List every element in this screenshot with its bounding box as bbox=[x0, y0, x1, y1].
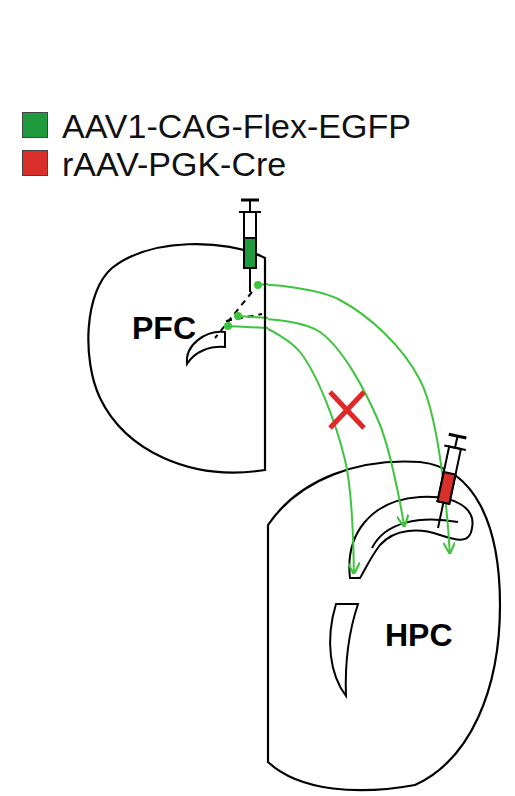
blocked-cross bbox=[330, 392, 364, 428]
region-label: PFC bbox=[132, 312, 196, 344]
dentate-gyrus bbox=[372, 519, 458, 548]
section-outline bbox=[268, 462, 500, 791]
legend-label: rAAV-PGK-Cre bbox=[62, 147, 286, 181]
leader-line bbox=[258, 284, 268, 285]
section-outline bbox=[88, 244, 265, 472]
hippocampus bbox=[349, 497, 472, 578]
projection-arrow bbox=[268, 285, 450, 553]
projection-arrow bbox=[268, 329, 354, 573]
leader-line bbox=[228, 326, 268, 328]
legend-swatch bbox=[22, 150, 48, 176]
legend-label: AAV1-CAG-Flex-EGFP bbox=[62, 109, 411, 143]
projection-arrow bbox=[268, 319, 404, 526]
ventricle bbox=[330, 604, 358, 696]
brain-section: HPC bbox=[265, 455, 505, 793]
leader-line bbox=[238, 316, 268, 318]
dashed-region bbox=[215, 292, 252, 338]
legend-swatch bbox=[22, 112, 48, 138]
green-syringe bbox=[239, 200, 261, 292]
brain-section: PFC bbox=[88, 238, 268, 484]
section-outline bbox=[88, 238, 268, 484]
region-label: HPC bbox=[385, 619, 453, 651]
